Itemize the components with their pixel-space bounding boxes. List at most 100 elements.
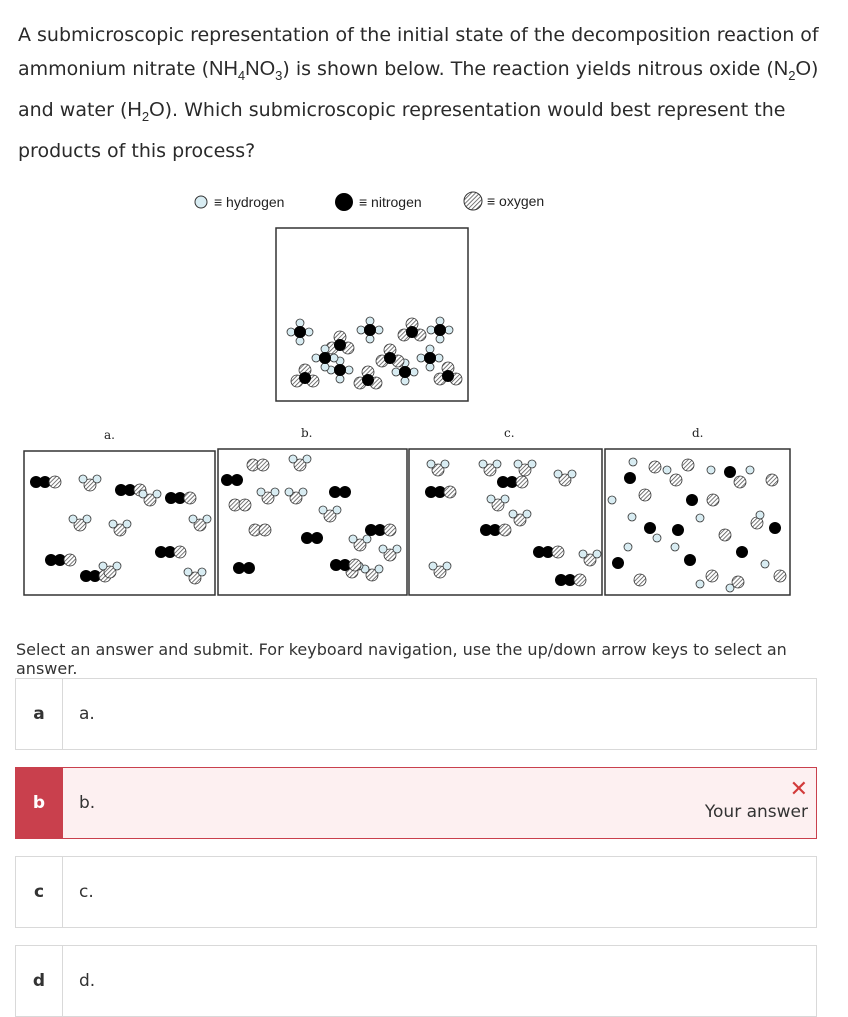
hydrogen-atom <box>706 465 716 475</box>
answer-option-a[interactable]: a a. <box>15 678 817 750</box>
nitrogen-atom <box>362 374 374 386</box>
oxygen-atom <box>515 475 529 489</box>
hydrogen-atom <box>391 367 401 377</box>
oxygen-atom <box>681 458 695 472</box>
nitrogen-atom <box>339 486 351 498</box>
nitrogen-atom <box>89 570 101 582</box>
nitrogen-atom <box>542 546 554 558</box>
oxygen-atom <box>73 518 87 532</box>
hydrogen-atom <box>365 334 375 344</box>
hydrogen-atom <box>374 325 384 335</box>
nitrogen-atom <box>124 484 136 496</box>
panel-a-box <box>23 450 216 596</box>
oxygen-atom <box>483 463 497 477</box>
question-text: A submicroscopic representation of the i… <box>18 24 819 162</box>
option-label: a. <box>79 704 95 724</box>
hydrogen-atom <box>435 334 445 344</box>
hydrogen-atom <box>400 376 410 386</box>
nitrogen-atom <box>330 559 342 571</box>
oxygen-atom <box>513 513 527 527</box>
hydrogen-atom <box>138 489 148 499</box>
panel-d-molecules <box>607 457 787 593</box>
hydrogen-atom <box>256 487 266 497</box>
hydrogen-atom <box>335 374 345 384</box>
oxygen-atom <box>188 571 202 585</box>
panel-label-b: b. <box>301 426 313 440</box>
oxygen-atom <box>583 553 597 567</box>
nitrogen-atom <box>115 484 127 496</box>
oxygen-atom <box>633 573 647 587</box>
hydrogen-atom <box>98 561 108 571</box>
hydrogen-atom <box>392 544 402 554</box>
hydrogen-atom <box>68 514 78 524</box>
nitrogen-atom <box>299 372 311 384</box>
answer-option-c[interactable]: c c. <box>15 856 817 928</box>
option-key: d <box>16 946 63 1016</box>
nitrogen-atom <box>334 364 346 376</box>
nitrogen-atom <box>384 352 396 364</box>
nitrogen-atom <box>736 546 748 558</box>
hydrogen-atom <box>527 459 537 469</box>
hydrogen-atom <box>197 567 207 577</box>
oxygen-atom <box>103 565 117 579</box>
panel-label-d: d. <box>692 426 704 440</box>
hydrogen-atom <box>695 513 705 523</box>
hydrogen-atom <box>513 459 523 469</box>
option-label: c. <box>79 882 94 902</box>
oxygen-atom <box>261 491 275 505</box>
hydrogen-atom <box>416 353 426 363</box>
option-key: c <box>16 857 63 927</box>
panel-label-c: c. <box>504 426 515 440</box>
hydrogen-atom <box>332 505 342 515</box>
nitrogen-atom <box>374 524 386 536</box>
oxygen-atom <box>638 488 652 502</box>
oxygen-atom <box>113 523 127 537</box>
oxygen-atom <box>353 538 367 552</box>
oxygen-atom <box>48 475 62 489</box>
hydrogen-atom <box>183 567 193 577</box>
hydrogen-atom <box>662 465 672 475</box>
oxygen-atom <box>193 518 207 532</box>
nitrogen-atom <box>612 557 624 569</box>
answer-option-b[interactable]: b b. ✕ Your answer <box>15 767 817 839</box>
instructions: Select an answer and submit. For keyboar… <box>16 640 787 678</box>
nitrogen-atom <box>399 366 411 378</box>
nitrogen-atom <box>155 546 167 558</box>
hydrogen-atom <box>82 514 92 524</box>
legend-oxygen-label: ≡ oxygen <box>487 193 544 209</box>
initial-molecules <box>286 316 463 390</box>
hydrogen-atom <box>478 459 488 469</box>
hydrogen-atom <box>508 509 518 519</box>
oxygen-atom <box>323 509 337 523</box>
hydrogen-atom <box>320 362 330 372</box>
nitrogen-atom <box>555 574 567 586</box>
hydrogen-atom <box>607 495 617 505</box>
hydrogen-atom <box>344 365 354 375</box>
oxygen-atom <box>431 463 445 477</box>
hydrogen-atom <box>202 514 212 524</box>
nitrogen-atom <box>174 492 186 504</box>
hydrogen-atom <box>578 549 588 559</box>
hydrogen-atom <box>500 494 510 504</box>
hydrogen-atom <box>425 344 435 354</box>
hydrogen-atom <box>745 465 755 475</box>
oxygen-atom <box>258 523 272 537</box>
answer-option-d[interactable]: d d. <box>15 945 817 1017</box>
oxygen-atom <box>648 460 662 474</box>
oxygen-atom <box>498 523 512 537</box>
hydrogen-atom <box>725 583 735 593</box>
nitrogen-atom <box>339 559 351 571</box>
oxygen-atom <box>183 491 197 505</box>
legend: ≡ hydrogen ≡ nitrogen ≡ oxygen <box>194 191 544 211</box>
nitrogen-atom <box>506 476 518 488</box>
nitrogen-atom <box>243 562 255 574</box>
panel-label-a: a. <box>104 428 115 442</box>
hydrogen-atom <box>284 487 294 497</box>
hydrogen-atom <box>426 325 436 335</box>
nitrogen-atom <box>480 524 492 536</box>
hydrogen-atom <box>288 454 298 464</box>
oxygen-atom <box>143 493 157 507</box>
nitrogen-atom <box>624 472 636 484</box>
oxygen-atom <box>765 473 779 487</box>
oxygen-atom <box>433 565 447 579</box>
